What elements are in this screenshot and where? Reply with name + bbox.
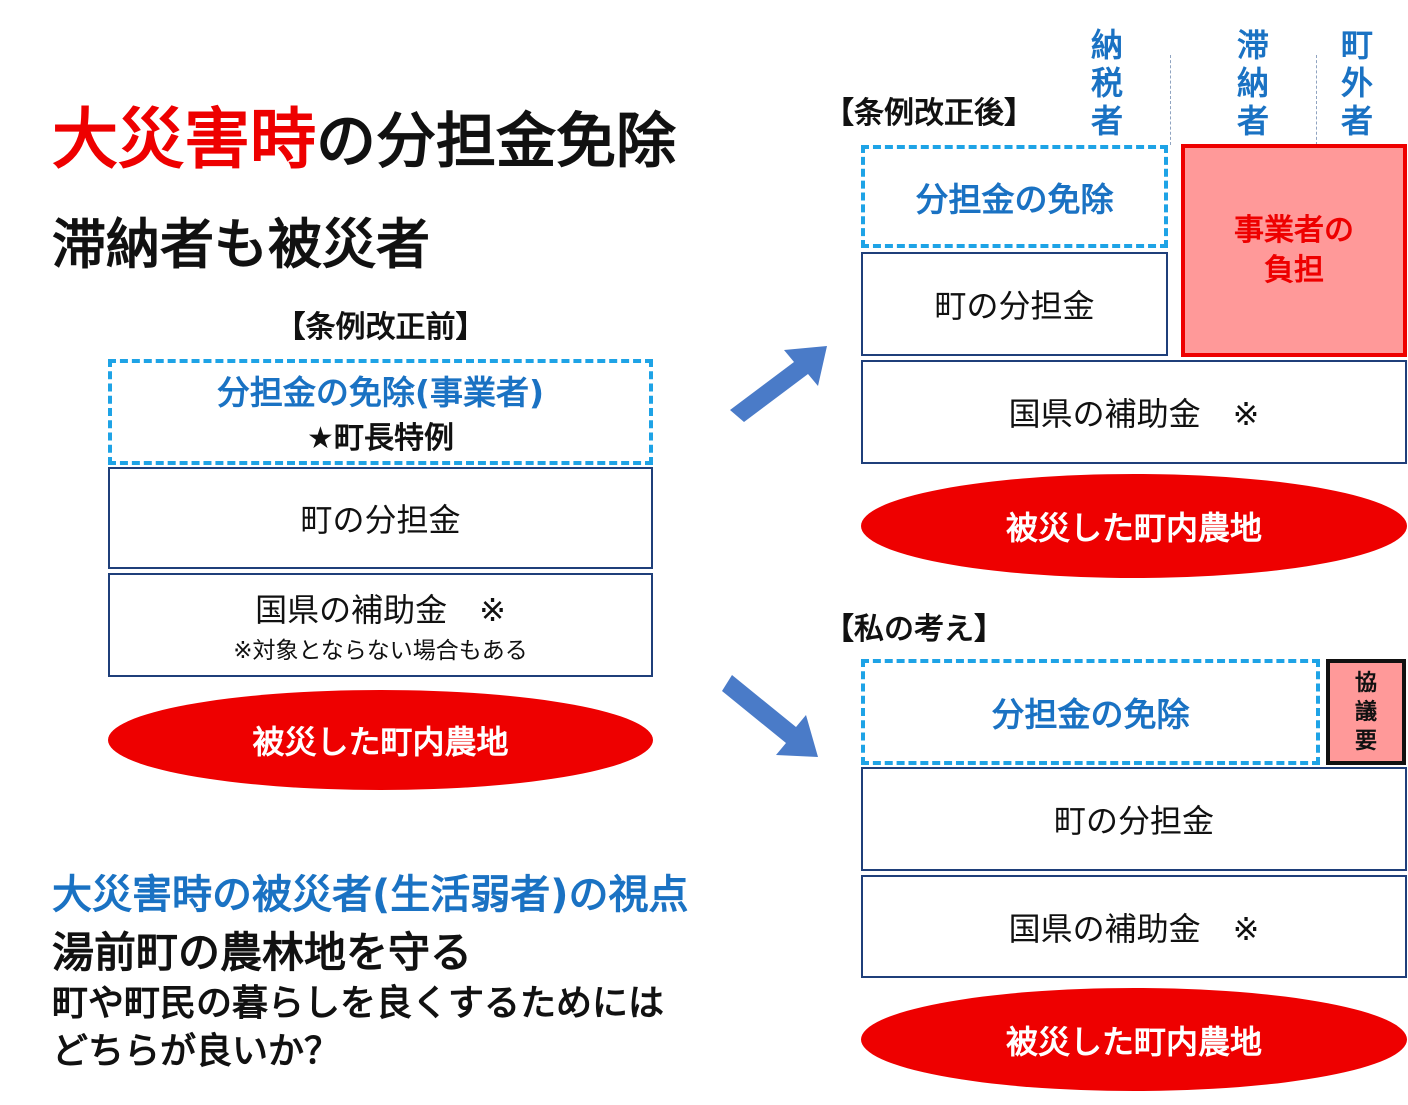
mine-label: 【私の考え】 xyxy=(824,612,1004,647)
main-title: 大災害時の分担金免除 xyxy=(52,95,676,187)
arrow-up-right-icon xyxy=(730,346,827,422)
after-subsidy-box: 国県の補助金 ※ xyxy=(861,360,1407,464)
column-delinquent: 滞納者 xyxy=(1236,26,1269,140)
consult-char: 協 xyxy=(1354,670,1377,696)
column-taxpayer: 納税者 xyxy=(1090,26,1123,140)
after-subsidy-text: 国県の補助金 ※ xyxy=(1008,395,1260,433)
after-farmland: 被災した町内農地 xyxy=(861,474,1407,578)
after-town-share-text: 町の分担金 xyxy=(934,287,1095,325)
before-note-text: ※対象とならない場合もある xyxy=(233,638,528,664)
consult-char: 要 xyxy=(1354,728,1377,754)
subtitle: 滞納者も被災者 xyxy=(52,213,430,276)
before-subsidy-text: 国県の補助金 ※ xyxy=(255,591,506,629)
after-operator-burden-box: 事業者の 負担 xyxy=(1181,144,1407,357)
before-town-share-box: 町の分担金 xyxy=(108,467,653,569)
arrow-down-right-icon xyxy=(722,675,818,757)
before-subsidy-box: 国県の補助金 ※ ※対象とならない場合もある xyxy=(108,573,653,677)
after-exemption-text: 分担金の免除 xyxy=(915,179,1114,219)
after-operator-burden-line2: 負担 xyxy=(1264,252,1324,288)
question-line-2: どちらが良いか？ xyxy=(52,1031,341,1072)
column-outsider: 町外者 xyxy=(1340,26,1373,140)
before-label: 【条例改正前】 xyxy=(275,310,486,345)
protect-heading: 湯前町の農林地を守る xyxy=(52,928,473,977)
title-highlight: 大災害時 xyxy=(52,101,316,178)
perspective-heading: 大災害時の被災者(生活弱者)の視点 xyxy=(52,872,689,918)
after-town-share-box: 町の分担金 xyxy=(861,252,1168,356)
mine-exemption-box: 分担金の免除 xyxy=(861,659,1320,765)
question-line-1: 町や町民の暮らしを良くするためには xyxy=(52,983,665,1024)
column-divider xyxy=(1170,55,1171,145)
before-exemption-box: 分担金の免除(事業者) ★町長特例 xyxy=(108,359,653,465)
before-special-text: ★町長特例 xyxy=(307,421,454,456)
mine-subsidy-text: 国県の補助金 ※ xyxy=(1008,909,1260,948)
after-exemption-box: 分担金の免除 xyxy=(861,145,1168,248)
mine-farmland: 被災した町内農地 xyxy=(861,988,1407,1091)
mine-exemption-text: 分担金の免除 xyxy=(991,695,1190,734)
mine-town-share-text: 町の分担金 xyxy=(1053,802,1214,840)
mine-consult-badge: 協 議 要 xyxy=(1326,659,1406,765)
mine-subsidy-box: 国県の補助金 ※ xyxy=(861,875,1407,978)
before-town-share-text: 町の分担金 xyxy=(300,501,461,539)
column-divider xyxy=(1316,55,1317,145)
after-label: 【条例改正後】 xyxy=(824,96,1034,131)
consult-char: 議 xyxy=(1354,699,1377,725)
before-exemption-text: 分担金の免除(事業者) xyxy=(216,373,545,412)
after-operator-burden-line1: 事業者の xyxy=(1234,212,1354,248)
before-farmland: 被災した町内農地 xyxy=(108,690,653,790)
title-rest: の分担金免除 xyxy=(316,107,676,177)
mine-town-share-box: 町の分担金 xyxy=(861,767,1407,871)
